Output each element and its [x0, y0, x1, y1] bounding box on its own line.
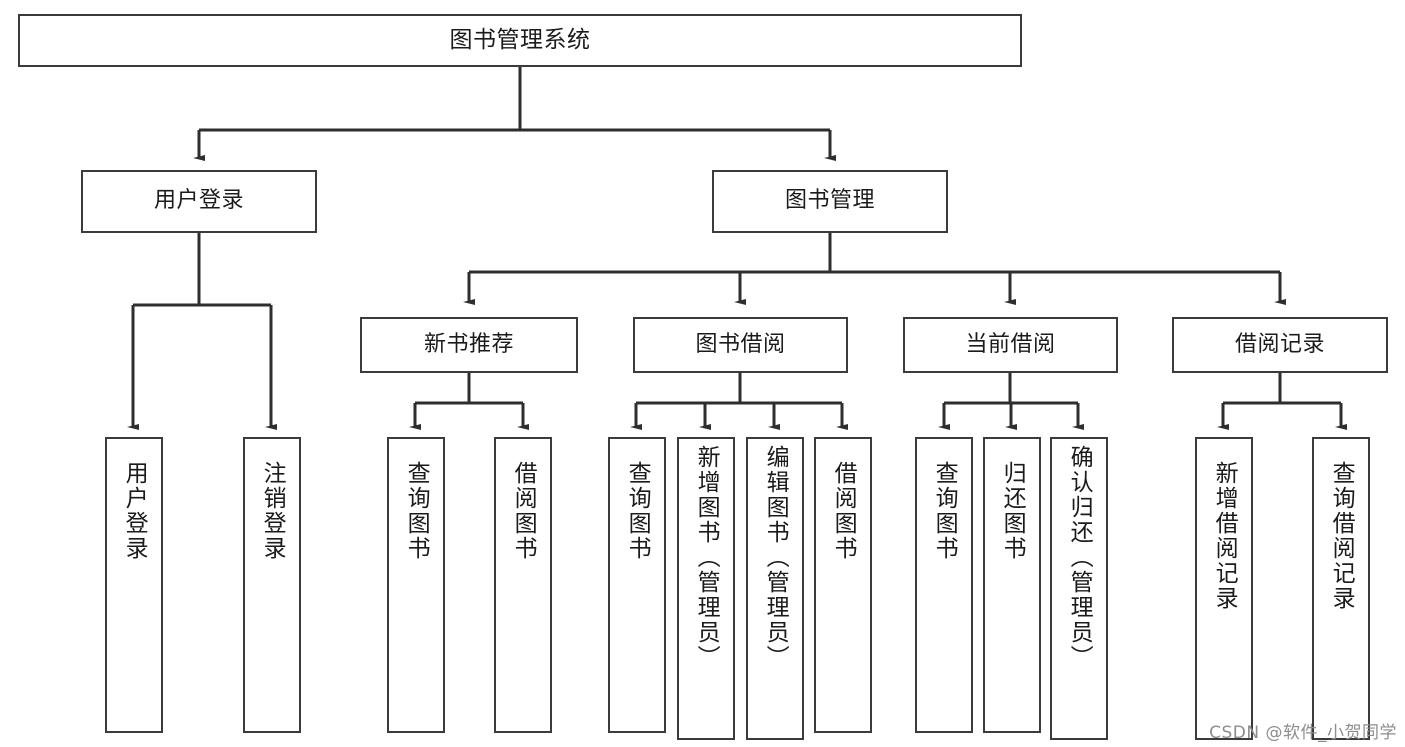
leaf-record-add-record[interactable]: 新增借阅记录: [1195, 437, 1253, 740]
leaf-newbook-borrow-book[interactable]: 借阅图书: [494, 437, 552, 733]
node-label: 图书借阅: [695, 331, 786, 357]
leaf-current-confirm-return-admin[interactable]: 确认归还（管理员）: [1050, 437, 1108, 740]
leaf-user-login[interactable]: 用户登录: [105, 437, 163, 733]
leaf-borrow-borrow-book[interactable]: 借阅图书: [814, 437, 872, 733]
watermark: CSDN @软件_小贺同学: [1209, 723, 1397, 743]
node-label: 查询图书: [624, 461, 651, 561]
node-label: 借阅图书: [830, 461, 857, 561]
node-new-book-recommend[interactable]: 新书推荐: [360, 317, 578, 373]
node-label: 编辑图书（管理员）: [762, 445, 789, 670]
node-label: 当前借阅: [965, 331, 1056, 357]
node-label: 用户登录: [121, 461, 148, 561]
node-label: 新书推荐: [423, 331, 514, 357]
node-label: 新增借阅记录: [1211, 461, 1238, 611]
node-label: 用户登录: [153, 188, 244, 214]
leaf-user-logout[interactable]: 注销登录: [243, 437, 301, 733]
node-label: 查询图书: [403, 461, 430, 561]
node-current-borrow[interactable]: 当前借阅: [903, 317, 1118, 373]
node-label: 借阅图书: [510, 461, 537, 561]
leaf-borrow-add-book-admin[interactable]: 新增图书（管理员）: [677, 437, 735, 740]
leaf-current-return-book[interactable]: 归还图书: [983, 437, 1041, 733]
node-label: 图书管理: [784, 188, 875, 214]
node-label: 归还图书: [999, 461, 1026, 561]
node-label: 确认归还（管理员）: [1066, 445, 1093, 670]
node-book-management[interactable]: 图书管理: [712, 170, 948, 233]
node-label: 新增图书（管理员）: [693, 445, 720, 670]
leaf-borrow-edit-book-admin[interactable]: 编辑图书（管理员）: [746, 437, 804, 740]
node-book-borrow[interactable]: 图书借阅: [633, 317, 848, 373]
leaf-current-query-book[interactable]: 查询图书: [915, 437, 973, 733]
leaf-record-query-record[interactable]: 查询借阅记录: [1312, 437, 1370, 740]
node-label: 借阅记录: [1234, 331, 1325, 357]
node-user-login[interactable]: 用户登录: [81, 170, 317, 233]
node-root-system[interactable]: 图书管理系统: [18, 14, 1022, 67]
node-label: 查询借阅记录: [1328, 461, 1355, 611]
node-borrow-record[interactable]: 借阅记录: [1172, 317, 1388, 373]
leaf-borrow-query-book[interactable]: 查询图书: [608, 437, 666, 733]
node-label: 图书管理系统: [449, 27, 591, 54]
node-label: 查询图书: [931, 461, 958, 561]
leaf-newbook-query-book[interactable]: 查询图书: [387, 437, 445, 733]
node-label: 注销登录: [259, 461, 286, 561]
